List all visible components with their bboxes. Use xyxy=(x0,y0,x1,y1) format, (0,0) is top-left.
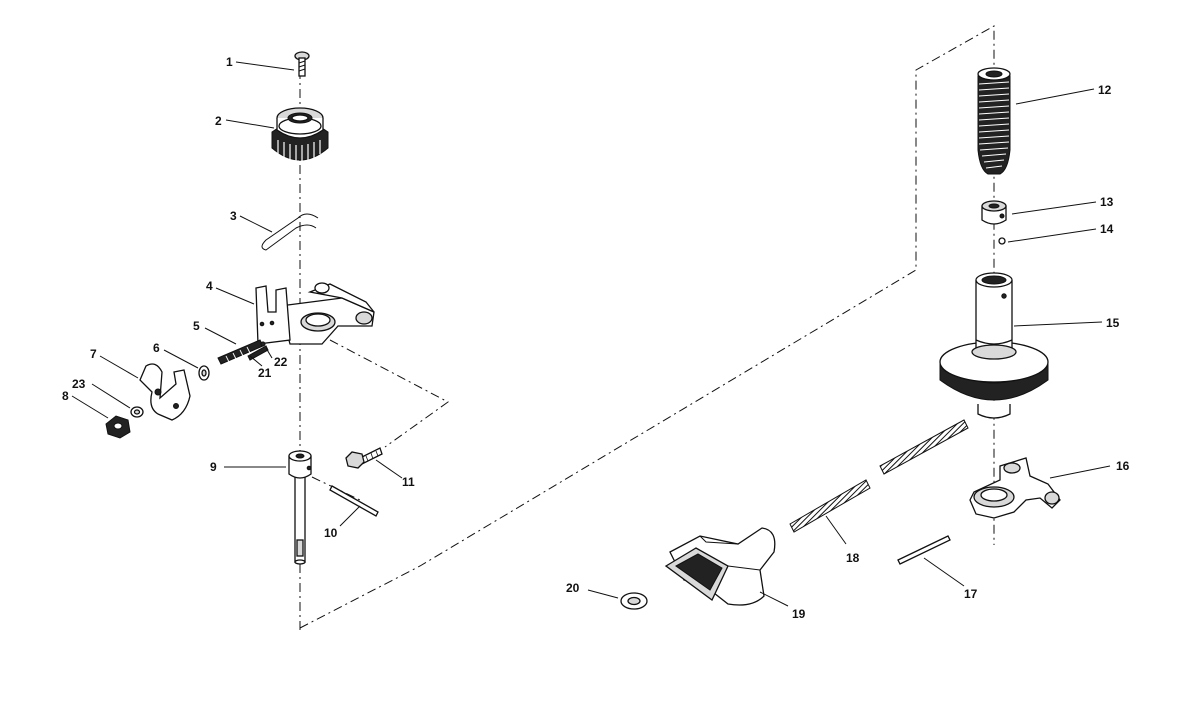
callout-12: 12 xyxy=(1098,83,1112,97)
part-1-screw xyxy=(294,51,310,77)
part-23-washer xyxy=(130,406,144,418)
callout-22: 22 xyxy=(274,355,288,369)
callout-16: 16 xyxy=(1116,459,1130,473)
callout-5: 5 xyxy=(193,319,200,333)
part-8-nut xyxy=(105,415,131,439)
callout-13: 13 xyxy=(1100,195,1114,209)
part-12-spring xyxy=(977,67,1011,175)
part-6-washer xyxy=(198,365,210,381)
callout-8: 8 xyxy=(62,389,69,403)
callout-23: 23 xyxy=(72,377,86,391)
callout-6: 6 xyxy=(153,341,160,355)
callout-15: 15 xyxy=(1106,316,1120,330)
part-14-set-screw xyxy=(998,237,1006,245)
part-15-spool xyxy=(939,272,1049,419)
callout-10: 10 xyxy=(324,526,338,540)
callout-3: 3 xyxy=(230,209,237,223)
callout-9: 9 xyxy=(210,460,217,474)
part-18-rope xyxy=(789,419,969,533)
callout-7: 7 xyxy=(90,347,97,361)
callout-2: 2 xyxy=(215,114,222,128)
callout-18: 18 xyxy=(846,551,860,565)
part-16-arm xyxy=(969,457,1061,519)
part-19-handle xyxy=(664,527,776,606)
part-17-pin xyxy=(897,535,951,565)
part-20-washer xyxy=(620,592,648,610)
callout-19: 19 xyxy=(792,607,806,621)
callout-20: 20 xyxy=(566,581,580,595)
leader-lines xyxy=(71,61,1111,607)
part-7-cam-plate xyxy=(139,363,191,421)
callout-11: 11 xyxy=(402,475,415,489)
part-13-collar xyxy=(981,200,1007,225)
callout-1: 1 xyxy=(226,55,233,69)
callout-21: 21 xyxy=(258,366,272,380)
part-11-bolt xyxy=(345,447,383,469)
callout-14: 14 xyxy=(1100,222,1114,236)
callout-labels: 1 2 3 4 5 6 7 8 23 9 10 11 21 22 12 13 1… xyxy=(62,55,1130,621)
assembly-lines xyxy=(299,25,995,630)
callout-4: 4 xyxy=(206,279,213,293)
part-10-pin xyxy=(329,485,379,517)
part-3-clip xyxy=(261,213,319,251)
part-4-bracket xyxy=(255,282,375,345)
callout-17: 17 xyxy=(964,587,978,601)
part-2-gear xyxy=(271,107,329,161)
part-9-shaft xyxy=(288,450,312,565)
part-21-22-pins xyxy=(247,341,269,361)
